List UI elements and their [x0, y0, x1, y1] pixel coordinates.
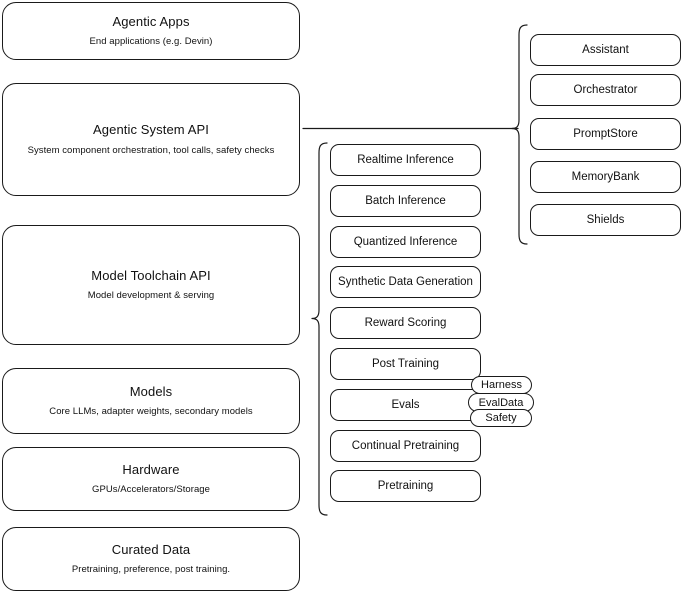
- layer-agentic-apps[interactable]: Agentic Apps End applications (e.g. Devi…: [2, 2, 300, 60]
- capability-label: Pretraining: [377, 479, 434, 492]
- capability-label: Realtime Inference: [357, 153, 454, 166]
- capability-evals[interactable]: Evals: [330, 389, 481, 421]
- eval-subcomponent-safety[interactable]: Safety: [470, 409, 532, 427]
- capability-continual-pretraining[interactable]: Continual Pretraining: [330, 430, 481, 462]
- eval-subcomponent-label: Safety: [485, 412, 517, 424]
- system-component-label: MemoryBank: [571, 170, 640, 183]
- layer-title: Curated Data: [111, 541, 191, 557]
- system-component-orchestrator[interactable]: Orchestrator: [530, 74, 681, 106]
- system-component-promptstore[interactable]: PromptStore: [530, 118, 681, 150]
- system-component-label: Shields: [586, 213, 625, 226]
- layer-subtitle: End applications (e.g. Devin): [89, 36, 213, 48]
- capability-post-training[interactable]: Post Training: [330, 348, 481, 380]
- layer-title: Agentic System API: [93, 122, 209, 138]
- layer-title: Agentic Apps: [112, 13, 190, 29]
- capability-label: Quantized Inference: [353, 235, 458, 248]
- system-component-memorybank[interactable]: MemoryBank: [530, 161, 681, 193]
- capability-label: Reward Scoring: [364, 316, 447, 329]
- layer-title: Model Toolchain API: [91, 267, 211, 283]
- system-component-label: Orchestrator: [573, 83, 638, 96]
- layer-hardware[interactable]: Hardware GPUs/Accelerators/Storage: [2, 447, 300, 511]
- layer-subtitle: Pretraining, preference, post training.: [71, 564, 231, 576]
- eval-subcomponent-harness[interactable]: Harness: [471, 376, 532, 394]
- capability-pretraining[interactable]: Pretraining: [330, 470, 481, 502]
- capability-synthetic-data-generation[interactable]: Synthetic Data Generation: [330, 266, 481, 298]
- capability-label: Synthetic Data Generation: [338, 275, 473, 288]
- capability-label: Evals: [391, 398, 420, 411]
- layer-subtitle: System component orchestration, tool cal…: [27, 144, 275, 156]
- system-component-shields[interactable]: Shields: [530, 204, 681, 236]
- capability-label: Post Training: [371, 357, 440, 370]
- layer-model-toolchain-api[interactable]: Model Toolchain API Model development & …: [2, 225, 300, 345]
- capability-label: Continual Pretraining: [351, 439, 460, 452]
- eval-subcomponent-label: EvalData: [478, 396, 524, 409]
- brace-toolchain-capabilities: [311, 142, 328, 516]
- eval-subcomponent-label: Harness: [481, 379, 522, 391]
- capability-reward-scoring[interactable]: Reward Scoring: [330, 307, 481, 339]
- system-component-label: Assistant: [582, 43, 629, 56]
- layer-agentic-system-api[interactable]: Agentic System API System component orch…: [2, 83, 300, 196]
- capability-label: Batch Inference: [365, 194, 446, 207]
- layer-subtitle: Core LLMs, adapter weights, secondary mo…: [49, 406, 253, 418]
- brace-system-components: [511, 24, 528, 245]
- layer-curated-data[interactable]: Curated Data Pretraining, preference, po…: [2, 527, 300, 591]
- system-component-label: PromptStore: [573, 127, 638, 140]
- layer-title: Models: [129, 383, 173, 399]
- layer-title: Hardware: [122, 461, 180, 477]
- system-component-assistant[interactable]: Assistant: [530, 34, 681, 66]
- layer-subtitle: Model development & serving: [87, 290, 215, 302]
- layer-models[interactable]: Models Core LLMs, adapter weights, secon…: [2, 368, 300, 434]
- layer-subtitle: GPUs/Accelerators/Storage: [92, 484, 210, 496]
- capability-batch-inference[interactable]: Batch Inference: [330, 185, 481, 217]
- capability-quantized-inference[interactable]: Quantized Inference: [330, 226, 481, 258]
- capability-realtime-inference[interactable]: Realtime Inference: [330, 144, 481, 176]
